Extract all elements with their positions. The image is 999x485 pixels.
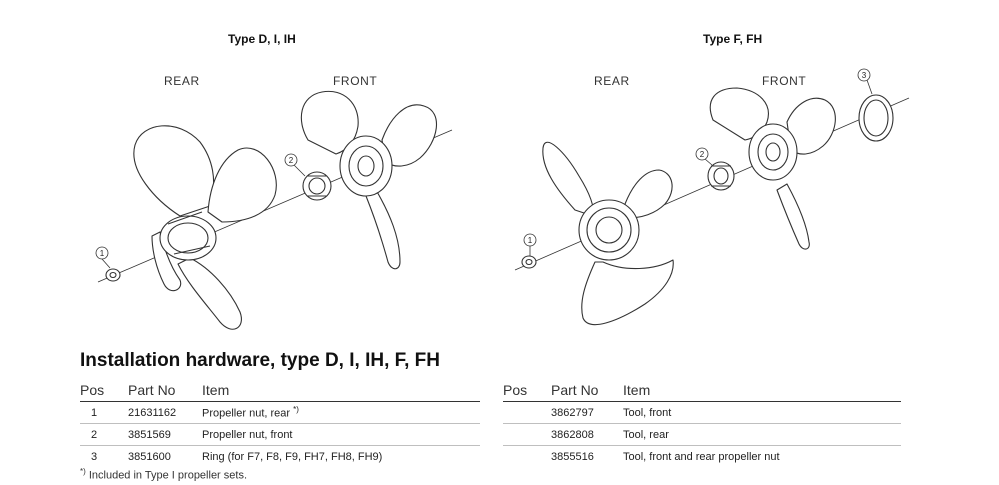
front-propeller-icon xyxy=(709,87,836,250)
nut-2-icon xyxy=(707,161,735,191)
header-part-no: Part No xyxy=(128,382,176,398)
cell-item: Tool, front and rear propeller nut xyxy=(623,450,780,463)
header-pos: Pos xyxy=(80,382,105,398)
ring-3-icon xyxy=(858,94,894,142)
front-label: FRONT xyxy=(762,74,807,88)
installation-hardware-table: Pos Part No Item 1 21631162 Propeller nu… xyxy=(80,381,480,467)
header-item: Item xyxy=(623,382,651,398)
header-part-no: Part No xyxy=(551,382,599,398)
table-row: 1 21631162 Propeller nut, rear *) xyxy=(80,402,480,424)
table-row: 3862797 Tool, front xyxy=(503,402,901,424)
cell-item: Tool, rear xyxy=(623,428,669,441)
rear-label: REAR xyxy=(164,74,200,88)
cell-part-no: 3851600 xyxy=(128,450,171,463)
table-row: 3862808 Tool, rear xyxy=(503,424,901,446)
header-pos: Pos xyxy=(503,382,528,398)
footnote-marker: *) xyxy=(293,405,299,415)
cell-pos: 2 xyxy=(91,428,98,441)
exploded-view-drawing: 1 2 xyxy=(95,90,453,330)
cell-part-no: 21631162 xyxy=(128,406,177,419)
section-title: Installation hardware, type D, I, IH, F,… xyxy=(80,350,441,371)
table-row: 3 3851600 Ring (for F7, F8, F9, FH7, FH8… xyxy=(80,446,480,468)
header-item: Item xyxy=(202,382,230,398)
front-label: FRONT xyxy=(333,74,378,88)
cell-item: Propeller nut, rear *) xyxy=(202,402,480,424)
footnote-marker: *) xyxy=(80,467,86,476)
table-header-row: Pos Part No Item xyxy=(503,381,901,402)
cell-item: Tool, front xyxy=(623,406,672,419)
rear-propeller-icon xyxy=(133,125,277,330)
cell-pos xyxy=(503,402,551,424)
footnote: *) Included in Type I propeller sets. xyxy=(80,467,247,482)
exploded-view-drawing: 1 2 3 xyxy=(514,68,910,326)
table-header-row: Pos Part No Item xyxy=(80,381,480,402)
diagram-type-f-fh: Type F, FH REAR FRONT xyxy=(505,0,925,345)
cell-item: Ring (for F7, F8, F9, FH7, FH8, FH9) xyxy=(202,450,383,463)
front-propeller-icon xyxy=(300,90,438,270)
diagram-type-d-i-ih: Type D, I, IH REAR FRONT xyxy=(60,0,480,345)
nut-2-icon xyxy=(302,171,332,201)
cell-pos xyxy=(503,446,551,468)
diagram-title: Type D, I, IH xyxy=(228,32,296,46)
nut-1-icon xyxy=(521,255,537,269)
rear-label: REAR xyxy=(594,74,630,88)
footnote-text: Included in Type I propeller sets. xyxy=(85,469,248,482)
cell-pos: 3 xyxy=(91,450,98,463)
table-row: 2 3851569 Propeller nut, front xyxy=(80,424,480,446)
table-row: 3855516 Tool, front and rear propeller n… xyxy=(503,446,901,468)
callout-1: 1 xyxy=(528,236,533,245)
cell-part-no: 3862797 xyxy=(551,406,594,419)
cell-pos xyxy=(503,424,551,446)
cell-part-no: 3851569 xyxy=(128,428,171,441)
cell-part-no: 3862808 xyxy=(551,428,594,441)
callout-3: 3 xyxy=(862,71,867,80)
rear-propeller-icon xyxy=(542,141,674,326)
diagram-title: Type F, FH xyxy=(703,32,763,46)
nut-1-icon xyxy=(105,268,121,282)
cell-part-no: 3855516 xyxy=(551,450,594,463)
callout-1: 1 xyxy=(100,249,105,258)
cell-item: Propeller nut, front xyxy=(202,428,293,441)
callout-2: 2 xyxy=(289,156,294,165)
callout-2: 2 xyxy=(700,150,705,159)
item-text: Propeller nut, rear xyxy=(202,407,291,420)
tools-table: Pos Part No Item 3862797 Tool, front 386… xyxy=(503,381,901,467)
cell-pos: 1 xyxy=(91,406,98,419)
